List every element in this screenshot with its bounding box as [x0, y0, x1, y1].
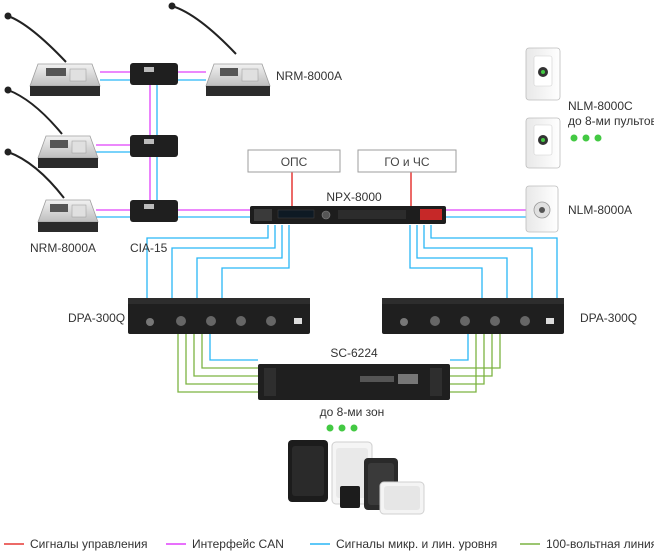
zones-label: до 8-ми зон	[320, 405, 385, 419]
signal-lines-cia	[96, 79, 530, 218]
dpa-300q-right	[382, 298, 564, 334]
go-chs-box: ГО и ЧС	[357, 149, 457, 173]
legend-label: 100-вольтная линия	[546, 537, 654, 551]
go-chs-label: ГО и ЧС	[384, 155, 430, 169]
nlm-8000c-panel-1	[525, 47, 561, 101]
dots-nlm	[570, 134, 602, 142]
signal-lines-right	[409, 225, 558, 298]
line100-right	[450, 334, 501, 393]
legend: Сигналы управления Интерфейс CAN Сигналы м…	[4, 537, 654, 551]
nrm-console-bottom	[4, 148, 99, 232]
ops-box: ОПС	[247, 149, 341, 173]
dpa-left-label: DPA-300Q	[68, 311, 125, 325]
line100-left	[177, 334, 258, 393]
nrm-console-middle	[4, 86, 99, 168]
nlm-8000c-panel-2	[525, 117, 561, 169]
npx-label: NPX-8000	[326, 190, 382, 204]
dots-zones	[326, 424, 358, 432]
dpa-right-label: DPA-300Q	[580, 311, 637, 325]
nlm-c-label: NLM-8000C	[568, 99, 633, 113]
cia-box-3	[130, 200, 178, 222]
cia-box-2	[130, 135, 178, 157]
can-lines	[96, 71, 530, 211]
sc-label: SC-6224	[330, 346, 378, 360]
connections	[96, 71, 558, 393]
control-lines	[291, 172, 412, 206]
nlm-c-note: до 8-ми пультов	[568, 114, 654, 128]
nlm-8000a-panel	[525, 185, 559, 233]
nlm-a-label: NLM-8000A	[568, 203, 632, 217]
legend-label: Сигналы управления	[30, 537, 147, 551]
speakers-group	[288, 440, 425, 515]
nrm-console-top-left	[4, 12, 101, 96]
sc-6224-device	[258, 364, 450, 400]
nrm-bottom-label: NRM-8000A	[30, 241, 96, 255]
signal-lines-left	[146, 225, 290, 298]
legend-label: Интерфейс CAN	[192, 537, 284, 551]
ops-label: ОПС	[281, 155, 308, 169]
cia-label: CIA-15	[130, 241, 168, 255]
nrm-console-top-right	[168, 2, 271, 96]
cia-box-1	[130, 63, 178, 85]
dpa-300q-left	[128, 298, 310, 334]
npx-8000-device	[250, 206, 446, 224]
legend-label: Сигналы микр. и лин. уровня	[336, 537, 497, 551]
nrm-top-label: NRM-8000A	[276, 69, 342, 83]
